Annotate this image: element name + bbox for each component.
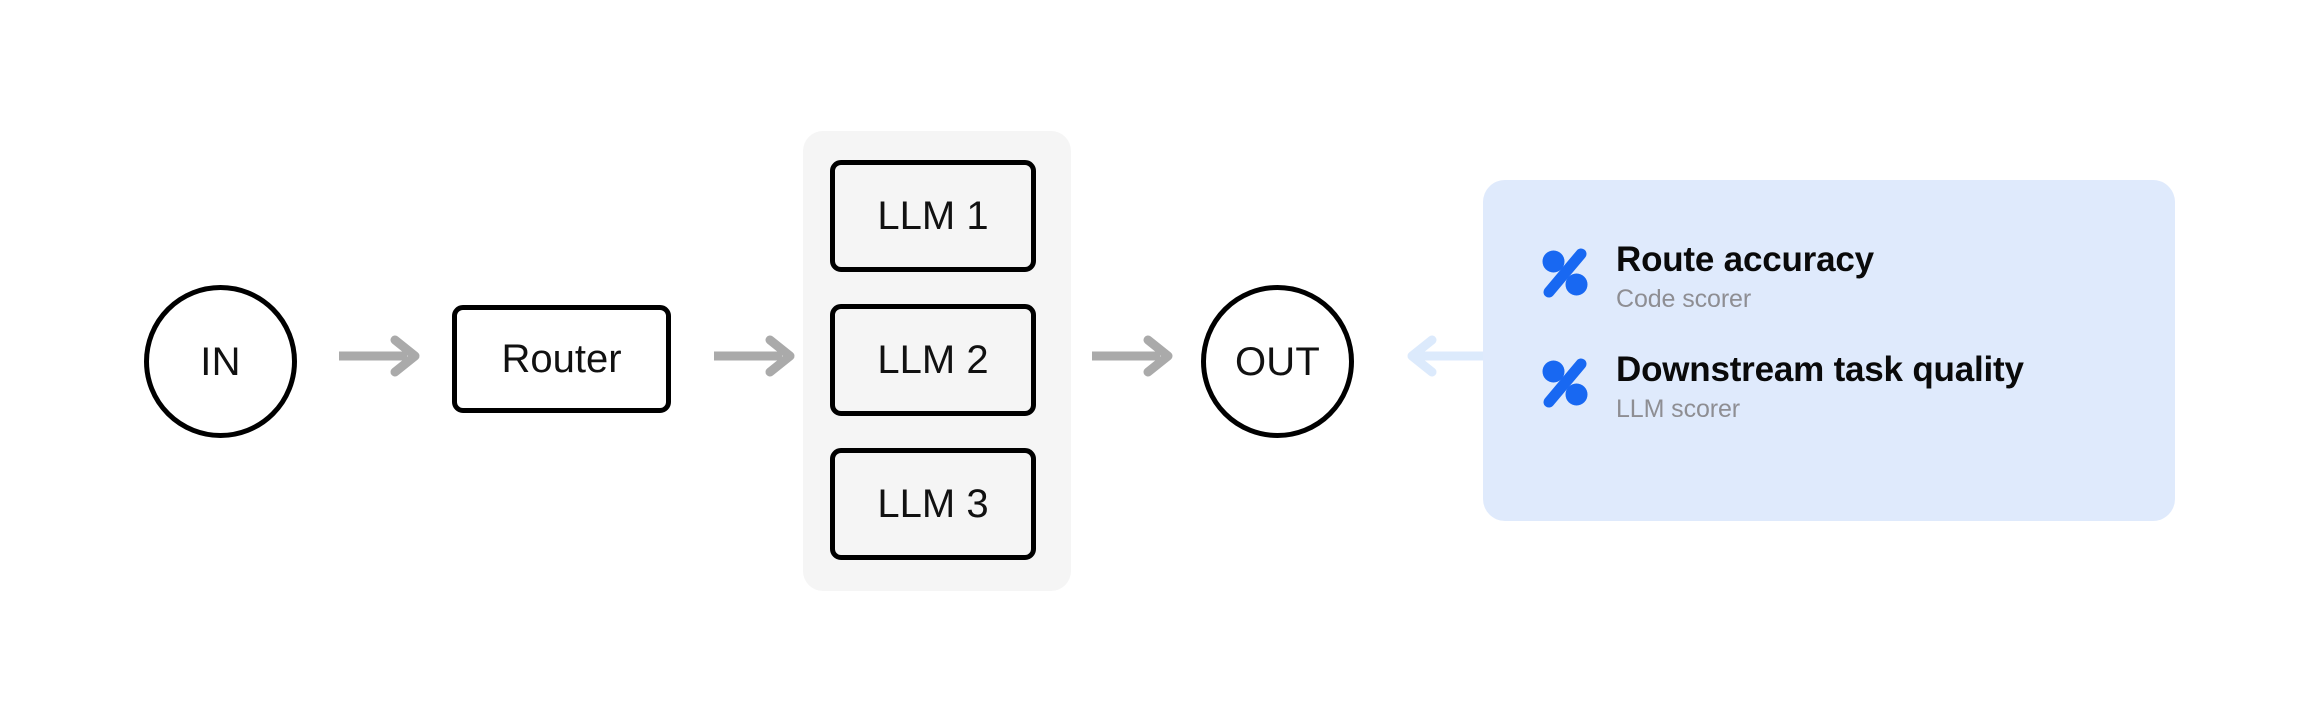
node-input: IN <box>144 285 297 438</box>
scorer-subtitle: Code scorer <box>1616 285 1752 314</box>
node-llm-1: LLM 1 <box>830 160 1036 272</box>
scorer-item-route-accuracy: Route accuracy Code scorer <box>1540 240 2024 314</box>
scorer-title: Downstream task quality <box>1616 350 2024 390</box>
node-llm-3: LLM 3 <box>830 448 1036 560</box>
node-router-label: Router <box>501 337 622 381</box>
node-llm-1-label: LLM 1 <box>877 194 989 238</box>
scorer-text-downstream-task-quality: Downstream task quality LLM scorer <box>1616 350 2024 424</box>
node-llm-3-label: LLM 3 <box>877 482 989 526</box>
scorer-item-downstream-task-quality: Downstream task quality LLM scorer <box>1540 350 2024 424</box>
arrow-router-to-llm-icon <box>714 335 795 377</box>
scorer-panel: Route accuracy Code scorer Downstream ta… <box>1483 180 2175 521</box>
node-input-label: IN <box>200 339 241 384</box>
node-llm-2-label: LLM 2 <box>877 338 989 382</box>
node-output: OUT <box>1201 285 1354 438</box>
node-router: Router <box>452 305 671 413</box>
arrow-in-to-router-icon <box>339 335 420 377</box>
arrow-panel-to-out-icon <box>1407 335 1490 377</box>
percent-icon <box>1542 358 1588 408</box>
arrow-llm-to-out-icon <box>1092 335 1173 377</box>
scorer-text-route-accuracy: Route accuracy Code scorer <box>1616 240 1874 314</box>
scorer-subtitle: LLM scorer <box>1616 395 1741 424</box>
scorer-list: Route accuracy Code scorer Downstream ta… <box>1540 240 2024 424</box>
node-llm-2: LLM 2 <box>830 304 1036 416</box>
percent-icon <box>1542 248 1588 298</box>
node-output-label: OUT <box>1234 339 1321 384</box>
llm-group-container: LLM 1 LLM 2 LLM 3 <box>803 131 1071 591</box>
scorer-title: Route accuracy <box>1616 240 1874 279</box>
